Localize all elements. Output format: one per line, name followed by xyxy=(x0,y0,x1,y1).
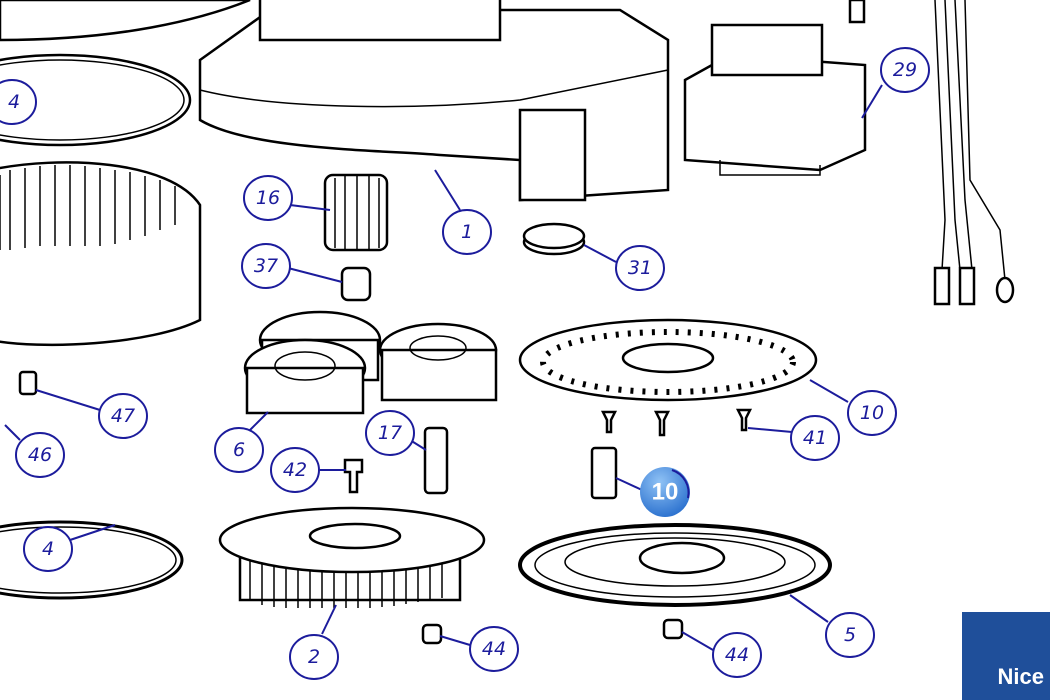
callout-17[interactable]: 17 xyxy=(365,410,415,456)
svg-text:29: 29 xyxy=(893,59,917,81)
part-pinion xyxy=(323,173,389,252)
svg-text:2: 2 xyxy=(308,646,320,668)
callout-16[interactable]: 16 xyxy=(243,175,293,221)
svg-text:44: 44 xyxy=(725,644,749,666)
part-ring-seal-top xyxy=(0,53,192,147)
part-bottom-plate xyxy=(518,523,832,607)
logo-text: Nice xyxy=(997,664,1044,689)
part-bushing xyxy=(340,266,372,302)
callout-44-left[interactable]: 44 xyxy=(469,626,519,672)
callout-41[interactable]: 41 xyxy=(790,415,840,461)
svg-text:37: 37 xyxy=(254,255,278,277)
callout-47[interactable]: 47 xyxy=(98,393,148,439)
part-wires xyxy=(934,0,1006,281)
svg-text:41: 41 xyxy=(803,427,827,449)
svg-text:46: 46 xyxy=(28,444,52,466)
svg-text:4: 4 xyxy=(42,538,54,560)
svg-text:31: 31 xyxy=(628,257,652,279)
svg-text:44: 44 xyxy=(482,638,506,660)
svg-text:16: 16 xyxy=(256,187,280,209)
part-transformer xyxy=(683,23,867,176)
callout-2[interactable]: 2 xyxy=(289,634,339,680)
svg-text:47: 47 xyxy=(111,405,135,427)
svg-text:10: 10 xyxy=(860,402,884,424)
svg-text:42: 42 xyxy=(283,459,307,481)
callout-5[interactable]: 5 xyxy=(825,612,875,658)
callout-37[interactable]: 37 xyxy=(241,243,291,289)
callout-10[interactable]: 10 xyxy=(847,390,897,436)
svg-text:4: 4 xyxy=(8,91,20,113)
part-housing xyxy=(0,0,670,202)
part-planet-gears xyxy=(243,310,498,415)
svg-text:17: 17 xyxy=(378,422,402,444)
part-shaft xyxy=(423,426,449,495)
svg-text:5: 5 xyxy=(844,624,856,646)
callout-29[interactable]: 29 xyxy=(880,47,930,93)
nice-logo: Nice xyxy=(962,612,1050,700)
callout-4-bottom[interactable]: 4 xyxy=(23,526,73,572)
svg-text:1: 1 xyxy=(461,221,473,243)
callout-4-top[interactable]: 4 xyxy=(0,79,37,125)
part-magnet xyxy=(590,446,618,500)
part-gear-carrier xyxy=(218,506,486,608)
callout-44-right[interactable]: 44 xyxy=(712,632,762,678)
callout-1[interactable]: 1 xyxy=(442,209,492,255)
part-screw xyxy=(343,458,364,494)
svg-text:10: 10 xyxy=(652,479,679,506)
callout-46[interactable]: 46 xyxy=(15,432,65,478)
part-encoder-disc xyxy=(518,318,818,402)
svg-text:6: 6 xyxy=(233,439,245,461)
part-ring-gear xyxy=(0,161,202,347)
callout-42[interactable]: 42 xyxy=(270,447,320,493)
callout-31[interactable]: 31 xyxy=(615,245,665,291)
highlighted-callout-10[interactable]: 10 xyxy=(640,467,690,517)
callout-6[interactable]: 6 xyxy=(214,427,264,473)
